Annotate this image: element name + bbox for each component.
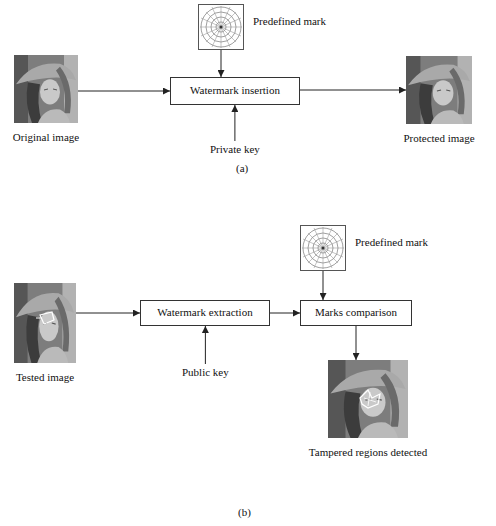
tamper-region (360, 390, 380, 408)
photo-frame (406, 56, 472, 124)
flow-arrow (300, 90, 406, 91)
photo-frame (198, 4, 244, 50)
tested-photo (14, 283, 76, 363)
photo-frame (14, 55, 78, 123)
part-label: (b) (238, 506, 251, 519)
flow-arrow (356, 326, 357, 360)
photo-frame (300, 225, 346, 271)
image-caption: Original image (13, 131, 79, 144)
process-box: Watermark extraction (140, 300, 270, 326)
protected-photo (406, 56, 472, 124)
flow-arrow (323, 271, 324, 300)
photo-frame (14, 283, 76, 363)
box-text: Marks comparison (315, 306, 397, 319)
part-label: (a) (236, 162, 248, 175)
box-text: Watermark extraction (157, 306, 252, 319)
image-caption: Tested image (16, 371, 74, 384)
flow-arrow (78, 91, 170, 92)
image-caption: Predefined mark (355, 236, 428, 249)
key-arrow (234, 105, 235, 141)
image-node: Protected image (406, 56, 472, 145)
box-text: Watermark insertion (190, 84, 280, 97)
image-caption: Protected image (403, 132, 474, 145)
mark-node: Predefined mark (198, 4, 326, 50)
process-box: Marks comparison (300, 300, 412, 326)
image-caption: Predefined mark (253, 15, 326, 28)
image-caption: Tampered regions detected (309, 446, 427, 459)
flow-arrow (76, 313, 140, 314)
original-photo (14, 55, 78, 123)
flow-arrow (270, 313, 300, 314)
tamper-mark (36, 312, 54, 324)
mark-image (199, 5, 244, 50)
key-label: Private key (210, 143, 260, 156)
mark-node: Predefined mark (300, 225, 428, 271)
key-arrow (205, 326, 206, 364)
process-box: Watermark insertion (170, 77, 300, 105)
tampered-photo (328, 360, 408, 438)
image-node: Original image (14, 55, 78, 144)
flow-arrow (221, 50, 222, 77)
tamper-region (364, 392, 376, 406)
mark-image (301, 226, 346, 271)
photo-frame (328, 360, 408, 438)
image-node: Tampered regions detected (328, 360, 408, 459)
key-label: Public key (182, 366, 229, 379)
image-node: Tested image (14, 283, 76, 384)
